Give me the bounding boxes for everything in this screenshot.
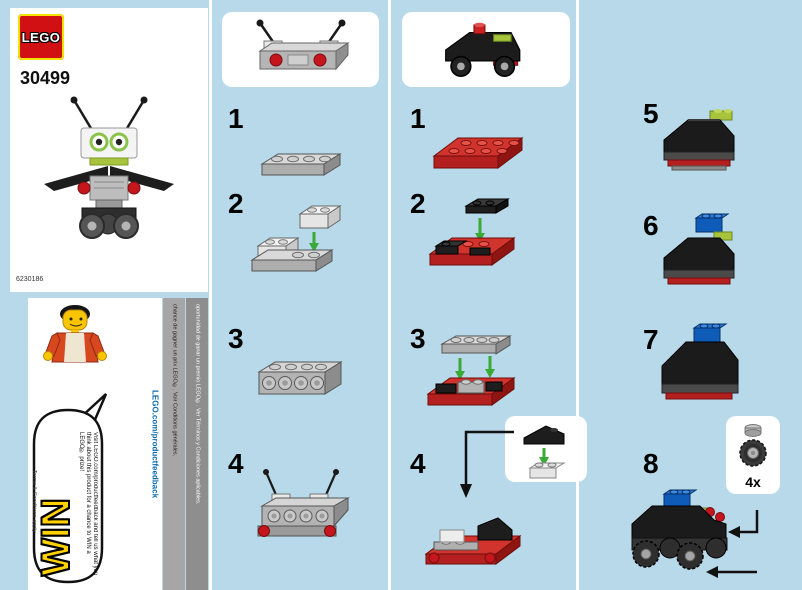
step-b1-diagram [432,137,524,169]
speech-bubble [32,393,108,584]
step-b3-diagram [426,335,516,406]
lego-logo-text: LEGO [21,29,61,45]
step-b4-diagram [424,517,522,565]
step-c8-diagram [631,489,759,578]
module-a-result-box [222,12,379,87]
robot-model-image [44,96,174,239]
step-a2-diagram [250,205,342,272]
step-b4-pointer-arrow [460,430,514,498]
step-number: 3 [228,323,244,354]
column-divider [576,0,579,590]
step-c6-diagram [663,213,735,285]
set-number: 30499 [20,68,71,88]
module-b-result-image [445,22,521,77]
step-c8-parts-callout: 4x [726,416,780,494]
wheel-quantity-label: 4x [745,474,761,490]
promo-strip-spanish-body: Visita LEGO.com/productfeedback y compar… [194,304,201,505]
element-id: 6230186 [16,276,44,283]
step-number: 6 [643,210,659,241]
step-number: 4 [410,448,426,479]
step-number: 5 [643,98,659,129]
step-number: 2 [410,188,426,219]
promo-strip-french: GAGNE Rends-nous visite sur LEGO.com/pro… [163,298,185,590]
step-c5-diagram [663,109,735,171]
step-a1-diagram [260,153,342,176]
step-number: 1 [228,103,244,134]
feedback-url: LEGO.com/productfeedback [150,389,160,499]
step-b4-callout-box [505,416,587,482]
step-number: 2 [228,188,244,219]
win-detail-text: Visit LEGO.com/productfeedback and tell … [78,432,98,576]
lego-logo: LEGO [18,14,64,60]
step-number: 1 [410,103,426,134]
promo-strip-spanish: GANA Visita LEGO.com/productfeedback y c… [186,298,208,590]
step-number: 7 [643,324,659,355]
minifigure-illustration [43,305,107,363]
terms-note: Terms & Conditions apply [31,470,37,533]
cover-panel: LEGO 30499 [10,8,208,292]
step-number: 3 [410,323,426,354]
step-a3-diagram [257,361,343,395]
step-c7-diagram [661,323,739,400]
module-a-result-image [256,19,350,70]
step-b4-callout-diagram [523,425,566,479]
step-b2-diagram [428,198,516,266]
column-divider [388,0,391,590]
step-a4-diagram [257,469,350,537]
wheel-part-icon [739,424,767,467]
column-divider [209,0,212,590]
feedback-url-strip: LEGO.com/productfeedback [148,298,162,590]
step-number: 8 [643,448,659,479]
promo-strip-french-body: Rends-nous visite sur LEGO.com/productfe… [171,304,178,457]
step-number: 4 [228,448,244,479]
module-b-result-box [402,12,570,87]
